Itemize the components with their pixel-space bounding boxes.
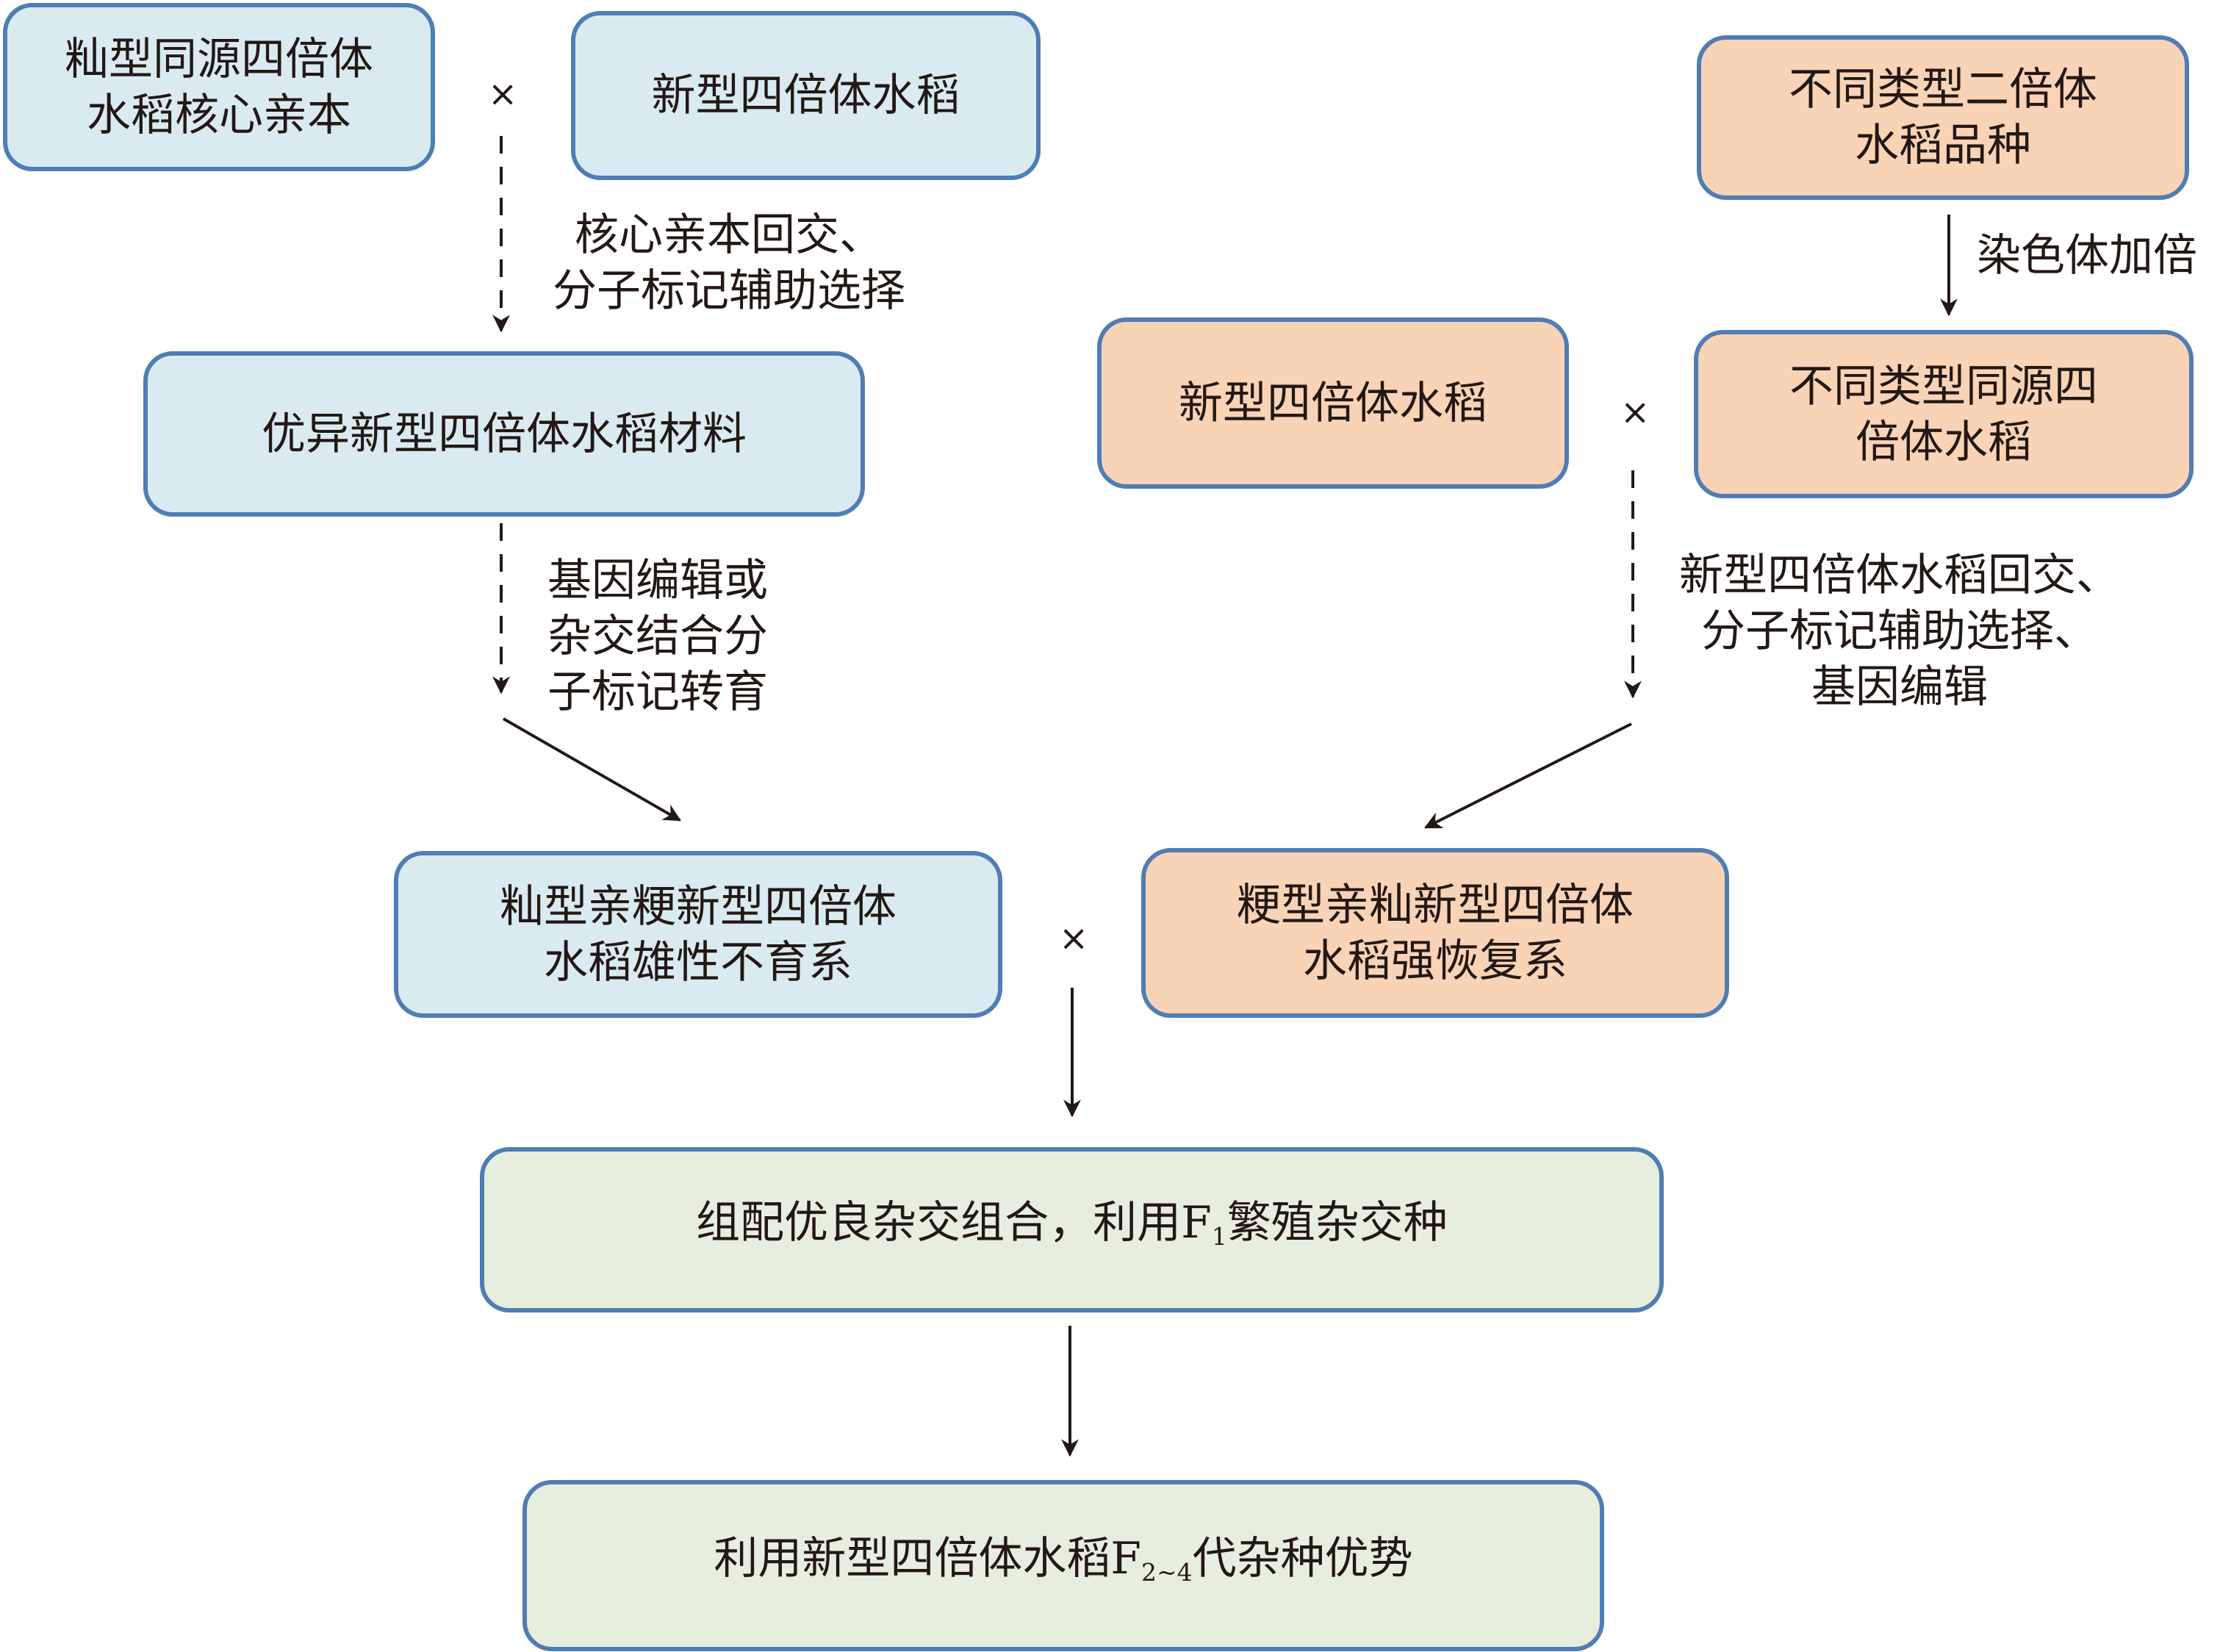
diploid-varieties-box: 不同类型二倍体 水稻品种 [1697, 35, 2189, 200]
f2-text: 利用新型四倍体水稻F2~4代杂种优势 [714, 1533, 1413, 1587]
indica-parent-box: 籼型同源四倍体 水稻核心亲本 [3, 3, 435, 171]
f2-heterosis-box: 利用新型四倍体水稻F2~4代杂种优势 [522, 1480, 1604, 1651]
cross-symbol-top: × [488, 73, 518, 115]
cross-symbol-bottom: × [1059, 918, 1089, 959]
gene-editing-left-label: 基因编辑或 杂交结合分 子标记转育 [547, 555, 768, 718]
f1-text: 组配优良杂交组合，利用F1繁殖杂交种 [696, 1197, 1448, 1251]
diagonal-arrow-left [503, 717, 682, 822]
elite-material-box: 优异新型四倍体水稻材料 [143, 351, 865, 517]
backcross-left-label: 核心亲本回交、 分子标记辅助选择 [553, 209, 905, 317]
diagonal-arrow-right [1423, 722, 1632, 829]
male-sterile-line-box: 籼型亲粳新型四倍体 水稻雄性不育系 [394, 851, 1002, 1018]
cross-symbol-right: × [1620, 392, 1650, 433]
backcross-right-label: 新型四倍体水稻回交、 分子标记辅助选择、 基因编辑 [1679, 550, 2120, 713]
new-tetraploid-rice-right-box: 新型四倍体水稻 [1097, 317, 1569, 489]
new-tetraploid-rice-left-box: 新型四倍体水稻 [571, 11, 1041, 180]
autotetraploid-rice-box: 不同类型同源四 倍体水稻 [1694, 330, 2194, 498]
chromosome-doubling-label: 染色体加倍 [1977, 230, 2197, 281]
restorer-line-box: 粳型亲籼新型四倍体 水稻强恢复系 [1141, 848, 1729, 1018]
f1-hybrid-box: 组配优良杂交组合，利用F1繁殖杂交种 [480, 1147, 1664, 1312]
